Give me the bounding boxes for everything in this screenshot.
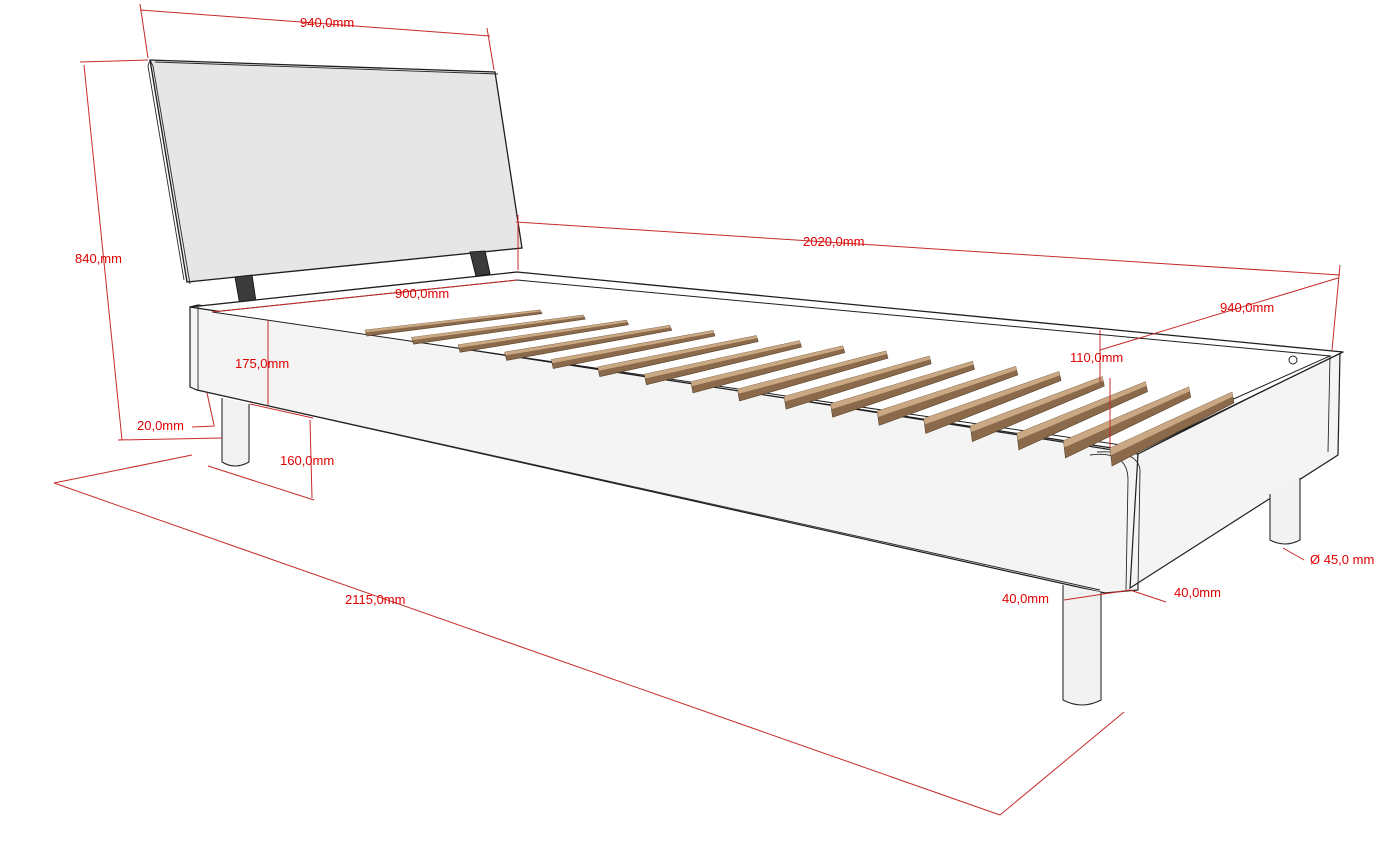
label-slat-depth: 110,0mm bbox=[1070, 350, 1123, 365]
label-outer-width-foot: 940,0mm bbox=[1220, 300, 1274, 315]
label-inner-width-head: 900,0mm bbox=[395, 286, 449, 301]
dimension-lines bbox=[53, 3, 1341, 816]
slat-top bbox=[923, 371, 1060, 425]
headboard-bracket-right bbox=[469, 250, 491, 277]
label-headboard-height: 840,mm bbox=[75, 251, 122, 266]
label-headboard-width: 940,0mm bbox=[300, 15, 354, 30]
label-leg-offset-front: 40,0mm bbox=[1002, 591, 1049, 606]
dimension-labels: 940,0mm 840,mm 2020,0mm 900,0mm 940,0mm … bbox=[75, 15, 1374, 607]
label-leg-offset-side: 40,0mm bbox=[1174, 585, 1221, 600]
label-leg-height: 160,0mm bbox=[280, 453, 334, 468]
slat-top bbox=[458, 320, 628, 348]
label-frame-height: 175,0mm bbox=[235, 356, 289, 371]
slat-top bbox=[365, 310, 541, 333]
label-leg-diameter: Ø 45,0 mm bbox=[1310, 552, 1374, 567]
label-total-length: 2115,0mm bbox=[345, 592, 405, 607]
label-leg-inset: 20,0mm bbox=[137, 418, 184, 433]
slat-top bbox=[504, 325, 671, 356]
slat-top bbox=[690, 345, 844, 387]
slat-top bbox=[551, 330, 714, 364]
slat-top bbox=[644, 340, 801, 379]
slat-top bbox=[1016, 381, 1147, 440]
leg-front-right bbox=[1062, 585, 1102, 706]
slat-top bbox=[1063, 386, 1190, 448]
slat-top bbox=[597, 335, 758, 371]
leg-back-right bbox=[1269, 478, 1301, 545]
headboard bbox=[147, 59, 523, 285]
leg-back-left bbox=[221, 398, 250, 467]
slat-top bbox=[877, 366, 1017, 417]
slat-top bbox=[1110, 392, 1233, 456]
slat-top bbox=[970, 376, 1104, 433]
slats bbox=[364, 309, 1235, 467]
slat-top bbox=[784, 356, 931, 402]
slat-top bbox=[411, 315, 585, 341]
slat-top bbox=[737, 351, 887, 394]
slat-top bbox=[830, 361, 974, 410]
label-inner-length: 2020,0mm bbox=[803, 234, 864, 249]
legs bbox=[221, 398, 1301, 706]
